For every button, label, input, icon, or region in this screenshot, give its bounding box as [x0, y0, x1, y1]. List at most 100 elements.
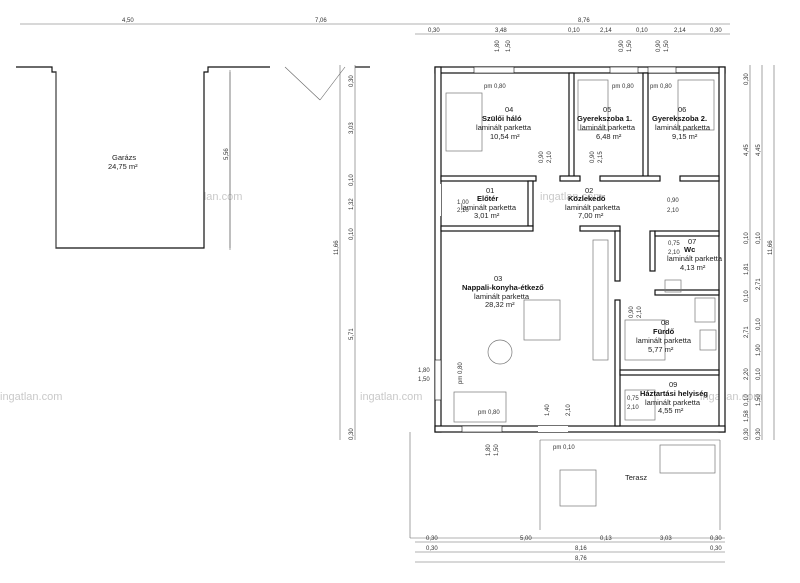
- room-08: 08 Fürdő laminált parketta 5,77 m²: [636, 318, 692, 354]
- svg-text:0,75: 0,75: [627, 396, 639, 402]
- svg-text:laminált parketta: laminált parketta: [655, 123, 711, 132]
- svg-text:01: 01: [486, 186, 494, 195]
- svg-text:Szülői háló: Szülői háló: [482, 114, 522, 123]
- furniture: [445, 79, 717, 507]
- room-06: 06 Gyerekszoba 2. laminált parketta 9,15…: [650, 84, 711, 141]
- garage-area: 24,75 m²: [108, 162, 138, 171]
- room-03: 03 Nappali-konyha-étkező laminált parket…: [462, 274, 544, 416]
- svg-text:11,66: 11,66: [768, 240, 774, 255]
- svg-text:pm 0,80: pm 0,80: [612, 84, 634, 90]
- svg-text:1,50: 1,50: [627, 40, 633, 52]
- svg-text:09: 09: [669, 380, 677, 389]
- svg-text:2,10: 2,10: [667, 208, 679, 214]
- svg-text:3,01 m²: 3,01 m²: [474, 211, 500, 220]
- svg-text:pm 0,80: pm 0,80: [650, 84, 672, 90]
- svg-text:0,10: 0,10: [568, 28, 580, 34]
- svg-text:0,90: 0,90: [667, 198, 679, 204]
- svg-text:0,30: 0,30: [756, 428, 762, 440]
- svg-text:04: 04: [505, 105, 513, 114]
- room-01: 01 Előtér laminált parketta 3,01 m²: [461, 186, 517, 220]
- svg-text:1,40: 1,40: [545, 404, 551, 416]
- svg-text:1,50: 1,50: [494, 444, 500, 456]
- svg-text:0,13: 0,13: [600, 536, 612, 542]
- svg-text:0,10: 0,10: [349, 228, 355, 240]
- svg-text:3,03: 3,03: [660, 536, 672, 542]
- svg-text:07: 07: [688, 237, 696, 246]
- svg-text:1,81: 1,81: [744, 263, 750, 275]
- svg-text:0,75: 0,75: [668, 241, 680, 247]
- svg-text:laminált parketta: laminált parketta: [461, 203, 517, 212]
- svg-text:0,30: 0,30: [744, 73, 750, 85]
- room-04: 04 Szülői háló laminált parketta 10,54 m…: [476, 84, 532, 141]
- svg-text:2,71: 2,71: [756, 278, 762, 290]
- svg-text:0,10: 0,10: [744, 290, 750, 302]
- svg-text:laminált parketta: laminált parketta: [580, 123, 636, 132]
- svg-text:5,77 m²: 5,77 m²: [648, 345, 674, 354]
- svg-text:7,00 m²: 7,00 m²: [578, 211, 604, 220]
- svg-text:0,10: 0,10: [756, 232, 762, 244]
- svg-text:pm 0,80: pm 0,80: [478, 410, 500, 416]
- svg-text:Fürdő: Fürdő: [653, 327, 675, 336]
- svg-text:4,55 m²: 4,55 m²: [658, 406, 684, 415]
- svg-text:laminált parketta: laminált parketta: [667, 254, 723, 263]
- svg-text:1,50: 1,50: [506, 40, 512, 52]
- door-dimensions: 0,90 2,10 0,90 2,15 1,00 2,10 0,90 2,10 …: [418, 151, 680, 456]
- svg-text:0,30: 0,30: [349, 75, 355, 87]
- svg-text:2,20: 2,20: [744, 368, 750, 380]
- svg-text:Nappali-konyha-étkező: Nappali-konyha-étkező: [462, 283, 544, 292]
- svg-text:1,80: 1,80: [486, 444, 492, 456]
- svg-text:1,58: 1,58: [744, 410, 750, 422]
- svg-text:Wc: Wc: [684, 245, 695, 254]
- svg-text:Gyerekszoba 1.: Gyerekszoba 1.: [577, 114, 632, 123]
- top-dimensions: 4,50 7,06 8,76 0,30 3,48 0,10 2,14 0,10 …: [20, 18, 730, 35]
- room-07: 07 Wc laminált parketta 4,13 m²: [667, 237, 723, 272]
- svg-text:5,56: 5,56: [224, 148, 230, 160]
- house-outer-walls: [434, 66, 726, 433]
- interior-walls: [440, 72, 720, 427]
- svg-text:2,71: 2,71: [744, 326, 750, 338]
- svg-text:Háztartási helyiség: Háztartási helyiség: [640, 389, 708, 398]
- svg-text:2,10: 2,10: [668, 250, 680, 256]
- svg-text:2,10: 2,10: [457, 208, 469, 214]
- svg-text:0,30: 0,30: [744, 428, 750, 440]
- svg-text:0,30: 0,30: [426, 536, 438, 542]
- garage: Garázs 24,75 m²: [16, 66, 370, 249]
- svg-text:7,06: 7,06: [315, 18, 327, 24]
- left-dimensions: 0,30 3,03 0,10 1,32 0,10 5,71 0,30 11,66…: [224, 65, 356, 440]
- svg-text:0,10: 0,10: [756, 318, 762, 330]
- watermark: ingatlan.com: [700, 391, 762, 403]
- svg-text:8,76: 8,76: [575, 556, 587, 562]
- watermark: ingatlan.com: [540, 191, 602, 203]
- svg-text:1,80: 1,80: [418, 368, 430, 374]
- watermark: ingatlan.com: [0, 391, 62, 403]
- svg-text:02: 02: [585, 186, 593, 195]
- svg-text:Gyerekszoba 2.: Gyerekszoba 2.: [652, 114, 707, 123]
- svg-text:11,66: 11,66: [334, 240, 340, 255]
- svg-text:1,50: 1,50: [418, 377, 430, 383]
- svg-text:0,10: 0,10: [744, 232, 750, 244]
- svg-text:0,30: 0,30: [710, 536, 722, 542]
- svg-text:2,10: 2,10: [547, 151, 553, 163]
- svg-text:0,90: 0,90: [619, 40, 625, 52]
- svg-text:05: 05: [603, 105, 611, 114]
- room-09: 09 Háztartási helyiség laminált parketta…: [640, 380, 708, 415]
- svg-text:0,30: 0,30: [710, 546, 722, 552]
- svg-text:2,14: 2,14: [600, 28, 612, 34]
- svg-text:pm 0,80: pm 0,80: [458, 362, 464, 384]
- room-05: 05 Gyerekszoba 1. laminált parketta 6,48…: [577, 84, 636, 141]
- svg-text:4,13 m²: 4,13 m²: [680, 263, 706, 272]
- svg-text:08: 08: [661, 318, 669, 327]
- svg-text:1,50: 1,50: [756, 394, 762, 406]
- right-dimensions: 0,30 4,45 0,10 1,81 0,10 2,71 2,20 0,10 …: [744, 65, 775, 440]
- svg-text:0,90: 0,90: [656, 40, 662, 52]
- svg-text:1,00: 1,00: [457, 200, 469, 206]
- svg-text:0,90: 0,90: [590, 151, 596, 163]
- bottom-dimensions: 0,30 5,00 0,13 3,03 0,30 0,30 8,16 0,30 …: [415, 536, 725, 563]
- terrace-name: Terasz: [625, 473, 647, 482]
- svg-text:4,50: 4,50: [122, 18, 134, 24]
- svg-text:laminált parketta: laminált parketta: [474, 292, 530, 301]
- svg-text:laminált parketta: laminált parketta: [565, 203, 621, 212]
- svg-text:0,10: 0,10: [756, 368, 762, 380]
- svg-text:0,30: 0,30: [710, 28, 722, 34]
- svg-text:5,00: 5,00: [520, 536, 532, 542]
